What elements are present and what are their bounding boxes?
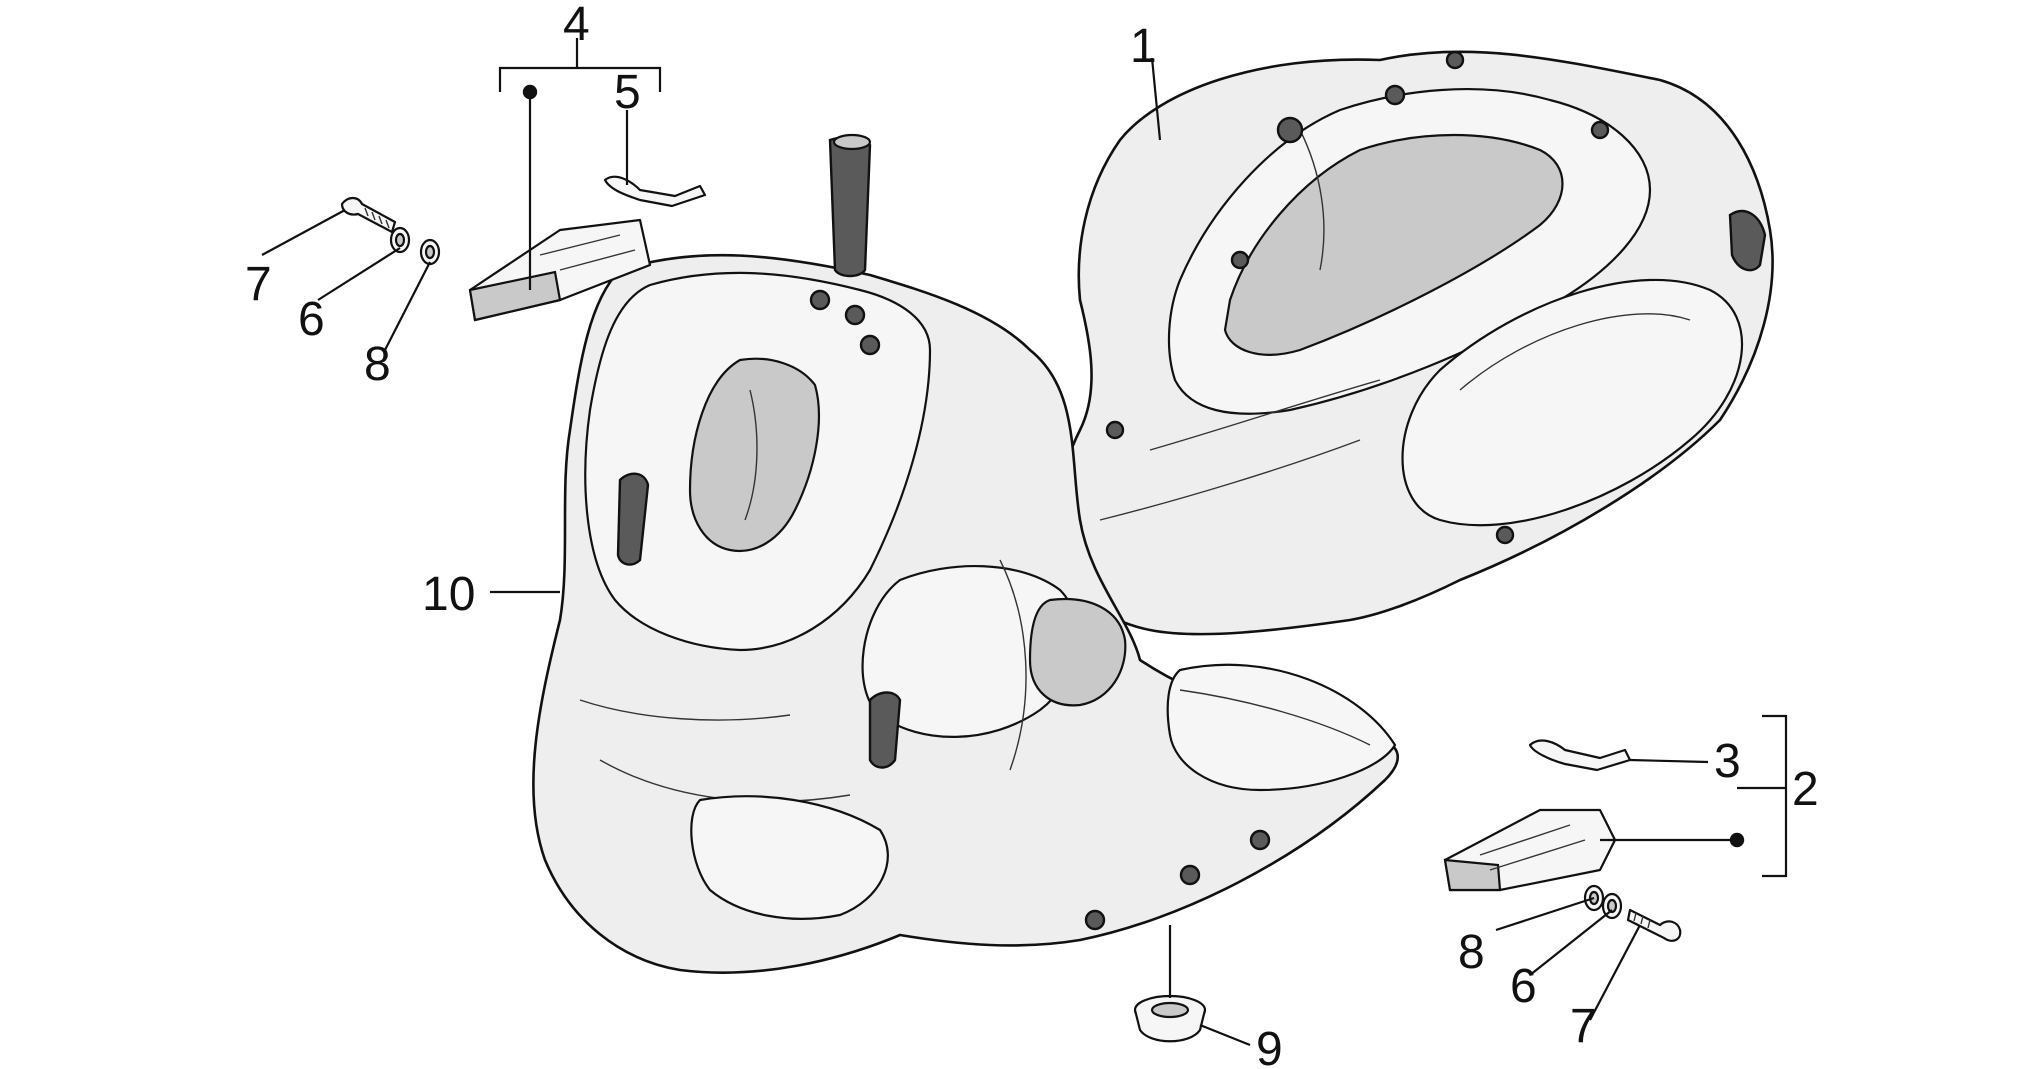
part-5-clip-left: [603, 175, 707, 208]
washer-right-a: [1583, 884, 1605, 912]
callout-8-right: 8: [1458, 926, 1485, 979]
callout-4: 4: [563, 0, 590, 51]
washer-left-a: [389, 226, 411, 254]
callout-5: 5: [614, 66, 641, 119]
callout-6-right: 6: [1510, 960, 1537, 1013]
washer-left-b: [419, 238, 441, 266]
washer-right-b: [1601, 892, 1623, 920]
bracket-group-4: [498, 66, 662, 92]
bracket-group-2: [1762, 714, 1788, 878]
part-10-front-shield: [532, 133, 1400, 974]
part-2-trim-block-right: [1443, 808, 1617, 892]
part-4-trim-block-left: [468, 218, 652, 322]
callout-7-left: 7: [245, 258, 272, 311]
part-9-grommet: [1133, 994, 1207, 1043]
callout-6-left: 6: [298, 293, 325, 346]
callout-2: 2: [1792, 763, 1819, 816]
part-3-clip-right: [1528, 739, 1632, 772]
callout-7-right: 7: [1570, 1000, 1597, 1053]
callout-10: 10: [422, 568, 475, 621]
screw-left: [340, 196, 397, 234]
callout-9: 9: [1256, 1023, 1283, 1069]
callout-3: 3: [1714, 735, 1741, 788]
screw-right: [1626, 908, 1682, 942]
leader-lines: [261, 38, 1786, 1047]
callout-8-left: 8: [364, 338, 391, 391]
callout-1: 1: [1130, 20, 1157, 73]
part-1-rear-body: [1054, 50, 1774, 636]
